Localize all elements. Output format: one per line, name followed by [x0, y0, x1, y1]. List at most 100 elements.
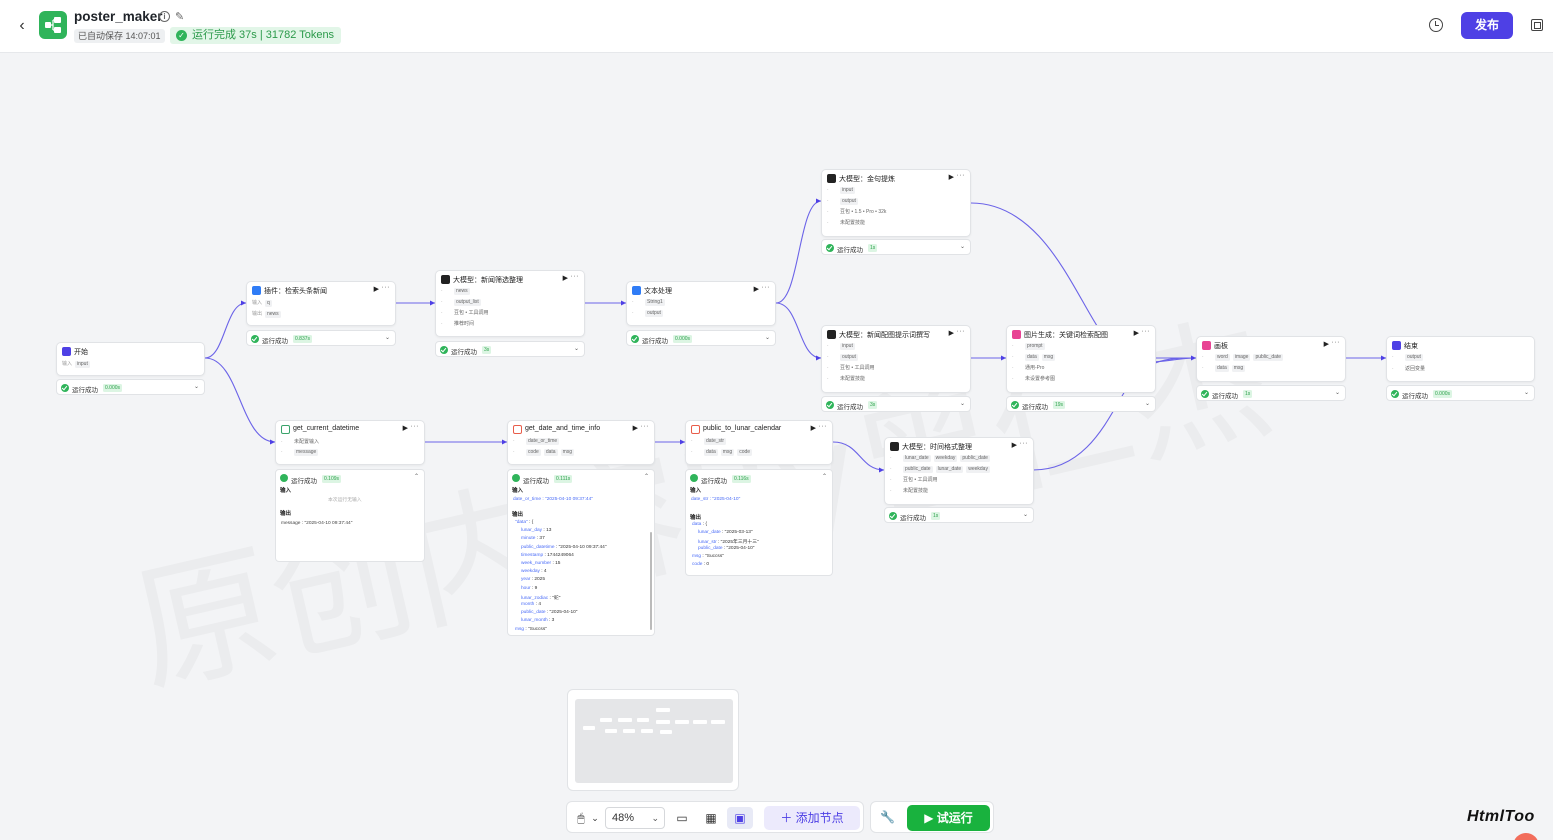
- node-get-current-datetime[interactable]: get_current_datetime▶··· ·未配置输入 ·message: [275, 420, 425, 465]
- run-node-icon[interactable]: ▶: [810, 425, 816, 432]
- chevron-down-icon[interactable]: ⌄: [384, 335, 390, 341]
- run-node-icon[interactable]: ▶: [1323, 341, 1329, 348]
- success-icon: [1011, 400, 1019, 409]
- publish-button[interactable]: 发布: [1461, 12, 1513, 39]
- status-time: 0.000s: [103, 383, 123, 392]
- run-node-icon[interactable]: ▶: [948, 174, 954, 181]
- minimap-node: [641, 729, 653, 733]
- param-tag: msg: [1231, 364, 1246, 372]
- zoom-select[interactable]: 48%⌄: [605, 807, 665, 829]
- minimap-node: [637, 718, 649, 722]
- run-node-icon[interactable]: ▶: [1133, 330, 1139, 337]
- calendar-icon: [691, 425, 700, 434]
- param-tag: data: [704, 448, 718, 456]
- more-icon[interactable]: ···: [1331, 339, 1340, 346]
- param-tag: weekday: [966, 465, 990, 473]
- plugin-icon: [252, 286, 261, 295]
- run-node-icon[interactable]: ▶: [753, 286, 759, 293]
- trial-run-button[interactable]: ▶ 试运行: [907, 805, 990, 831]
- more-icon[interactable]: ···: [761, 284, 770, 291]
- chevron-down-icon[interactable]: ⌄: [1334, 390, 1340, 396]
- more-icon[interactable]: ···: [640, 423, 649, 430]
- more-icon[interactable]: ···: [381, 284, 390, 291]
- more-icon[interactable]: ···: [570, 273, 579, 280]
- success-icon: [251, 334, 259, 343]
- add-node-button[interactable]: ＋ 添加节点: [764, 806, 860, 830]
- node-text-process[interactable]: 文本处理▶··· ·String1 ·output: [626, 281, 776, 326]
- comment-icon[interactable]: ▭: [676, 811, 688, 825]
- chevron-down-icon[interactable]: ⌄: [1144, 401, 1150, 407]
- run-node-icon[interactable]: ▶: [373, 286, 379, 293]
- node-get-date-time-info[interactable]: get_date_and_time_info▶··· ·date_or_time…: [507, 420, 655, 465]
- chevron-up-icon[interactable]: ⌃: [821, 474, 827, 480]
- chevron-up-icon[interactable]: ⌃: [413, 474, 419, 480]
- node-news-filter[interactable]: 大模型：新闻筛选整理▶··· ·news ·output_list ·豆包 • …: [435, 270, 585, 337]
- success-icon: [889, 511, 897, 520]
- output-line: public_datetime : "2025-04-10 09:37:44": [521, 544, 607, 550]
- status-text: 运行成功: [523, 478, 549, 485]
- more-icon[interactable]: ···: [818, 423, 827, 430]
- mouse-mode-icon[interactable]: 🖱: [577, 811, 585, 825]
- node-quote-polish[interactable]: 大模型：金句提炼▶··· ·input ·output ·豆包 • 1.5 • …: [821, 169, 971, 237]
- param-tag: code: [737, 448, 753, 456]
- chevron-down-icon[interactable]: ⌄: [764, 335, 770, 341]
- play-icon: ▶: [924, 811, 937, 825]
- layout-icon[interactable]: ▦: [705, 811, 717, 825]
- chevron-down-icon[interactable]: ⌄: [591, 813, 599, 823]
- minimap[interactable]: [567, 689, 739, 791]
- more-icon[interactable]: ···: [956, 172, 965, 179]
- chevron-down-icon[interactable]: ⌄: [959, 401, 965, 407]
- node-public-to-lunar[interactable]: public_to_lunar_calendar▶··· ·date_str ·…: [685, 420, 833, 465]
- info-icon[interactable]: i: [159, 11, 170, 22]
- history-icon[interactable]: [1429, 18, 1443, 32]
- run-node-icon[interactable]: ▶: [402, 425, 408, 432]
- run-node-icon[interactable]: ▶: [948, 330, 954, 337]
- param-tag: news: [265, 310, 281, 318]
- param-tag: msg: [720, 448, 735, 456]
- chevron-up-icon[interactable]: ⌃: [643, 474, 649, 480]
- copy-icon[interactable]: [1531, 19, 1543, 31]
- more-icon[interactable]: ···: [410, 423, 419, 430]
- more-icon[interactable]: ···: [1019, 440, 1028, 447]
- edit-icon[interactable]: ✎: [175, 11, 185, 23]
- output-line: year : 2025: [521, 577, 546, 583]
- run-node-icon[interactable]: ▶: [562, 275, 568, 282]
- chevron-down-icon[interactable]: ⌄: [193, 384, 199, 390]
- more-icon[interactable]: ···: [956, 328, 965, 335]
- minimap-viewport[interactable]: [575, 699, 733, 783]
- chevron-down-icon[interactable]: ⌄: [959, 244, 965, 250]
- node-end[interactable]: 结束 ·output ·返回变量: [1386, 336, 1535, 382]
- chevron-down-icon[interactable]: ⌄: [573, 346, 579, 352]
- minimap-toggle-button[interactable]: ▣: [727, 807, 753, 829]
- chevron-down-icon[interactable]: ⌄: [1022, 512, 1028, 518]
- run-node-icon[interactable]: ▶: [632, 425, 638, 432]
- chevron-down-icon[interactable]: ⌄: [1523, 390, 1529, 396]
- scrollbar[interactable]: [650, 532, 652, 630]
- node-image-prompt[interactable]: 大模型：新闻配图提示词撰写▶··· ·input ·output ·豆包 • 工…: [821, 325, 971, 393]
- run-node-icon[interactable]: ▶: [1011, 442, 1017, 449]
- back-icon[interactable]: ‹: [19, 17, 25, 34]
- more-icon[interactable]: ···: [1141, 328, 1150, 335]
- autosave-badge: 已自动保存 14:07:01: [74, 29, 165, 43]
- llm-icon: [441, 275, 450, 284]
- wrench-icon[interactable]: 🔧: [880, 810, 895, 824]
